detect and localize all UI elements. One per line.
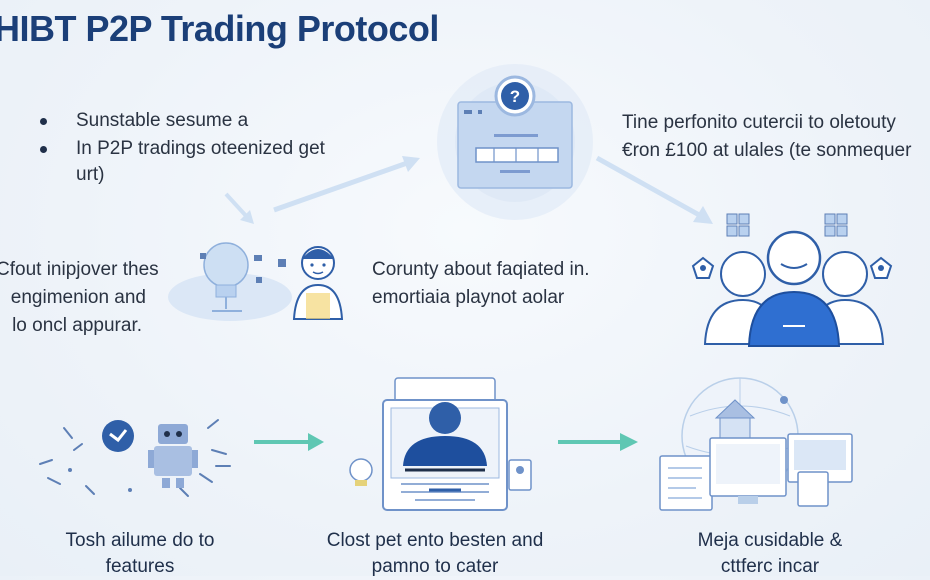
bullet-list: Sunstable sesume a In P2P tradings oteen… (38, 108, 338, 188)
caption-line: Clost pet ento besten and (326, 530, 544, 551)
caption-line: Tosh ailume do to (65, 530, 215, 551)
left-note-line: Cfout inipjover thes (0, 259, 159, 280)
center-note-line: Corunty about faqiated in. (372, 259, 590, 280)
arrow-down-icon (224, 192, 254, 224)
caption-line: Meja cusidable & (697, 530, 843, 551)
bullet-dot (40, 118, 47, 125)
bot-body (148, 424, 198, 488)
robot-icon (39, 419, 231, 497)
right-note-line: Tine perfonito cutercii to oletouty (622, 112, 896, 133)
arrow-right-icon (558, 433, 638, 451)
caption-line: cttferc incar (720, 556, 820, 577)
user-group-icon (691, 213, 893, 347)
page-title: HIBT P2P Trading Protocol (0, 8, 439, 49)
caption-line: features (105, 556, 175, 577)
arrow-right-icon (595, 155, 713, 224)
person-icon (292, 246, 344, 320)
center-note-line: emortiaia playnot aolar (372, 287, 565, 308)
globe-network-icon (659, 377, 853, 511)
caption-center: Clost pet ento besten and pamno to cater (315, 528, 555, 580)
caption-right: Meja cusidable & cttferc incar (660, 528, 880, 580)
bullet-item: In P2P tradings oteenized get urt) (38, 136, 336, 188)
arrow-right-icon (254, 433, 324, 451)
caption-line: pamno to cater (371, 556, 499, 577)
left-note-line: lo oncl appurar. (12, 315, 142, 336)
bullet-text: Sunstable sesume a (76, 110, 249, 131)
right-note-line: €ron £100 at ulales (te sonmequer (622, 140, 912, 161)
robot-icon (168, 242, 344, 321)
question-mark-icon: ? (437, 64, 593, 220)
left-note-line: engimenion and (10, 287, 146, 308)
bullet-item: Sunstable sesume a (38, 108, 338, 134)
caption-left: Tosh ailume do to features (40, 528, 240, 580)
svg-text:?: ? (510, 87, 520, 106)
laptop-user-icon (349, 377, 532, 511)
bullet-dot (40, 146, 47, 153)
arrow-right-icon (273, 156, 420, 213)
bullet-text: In P2P tradings oteenized get urt) (76, 138, 325, 185)
